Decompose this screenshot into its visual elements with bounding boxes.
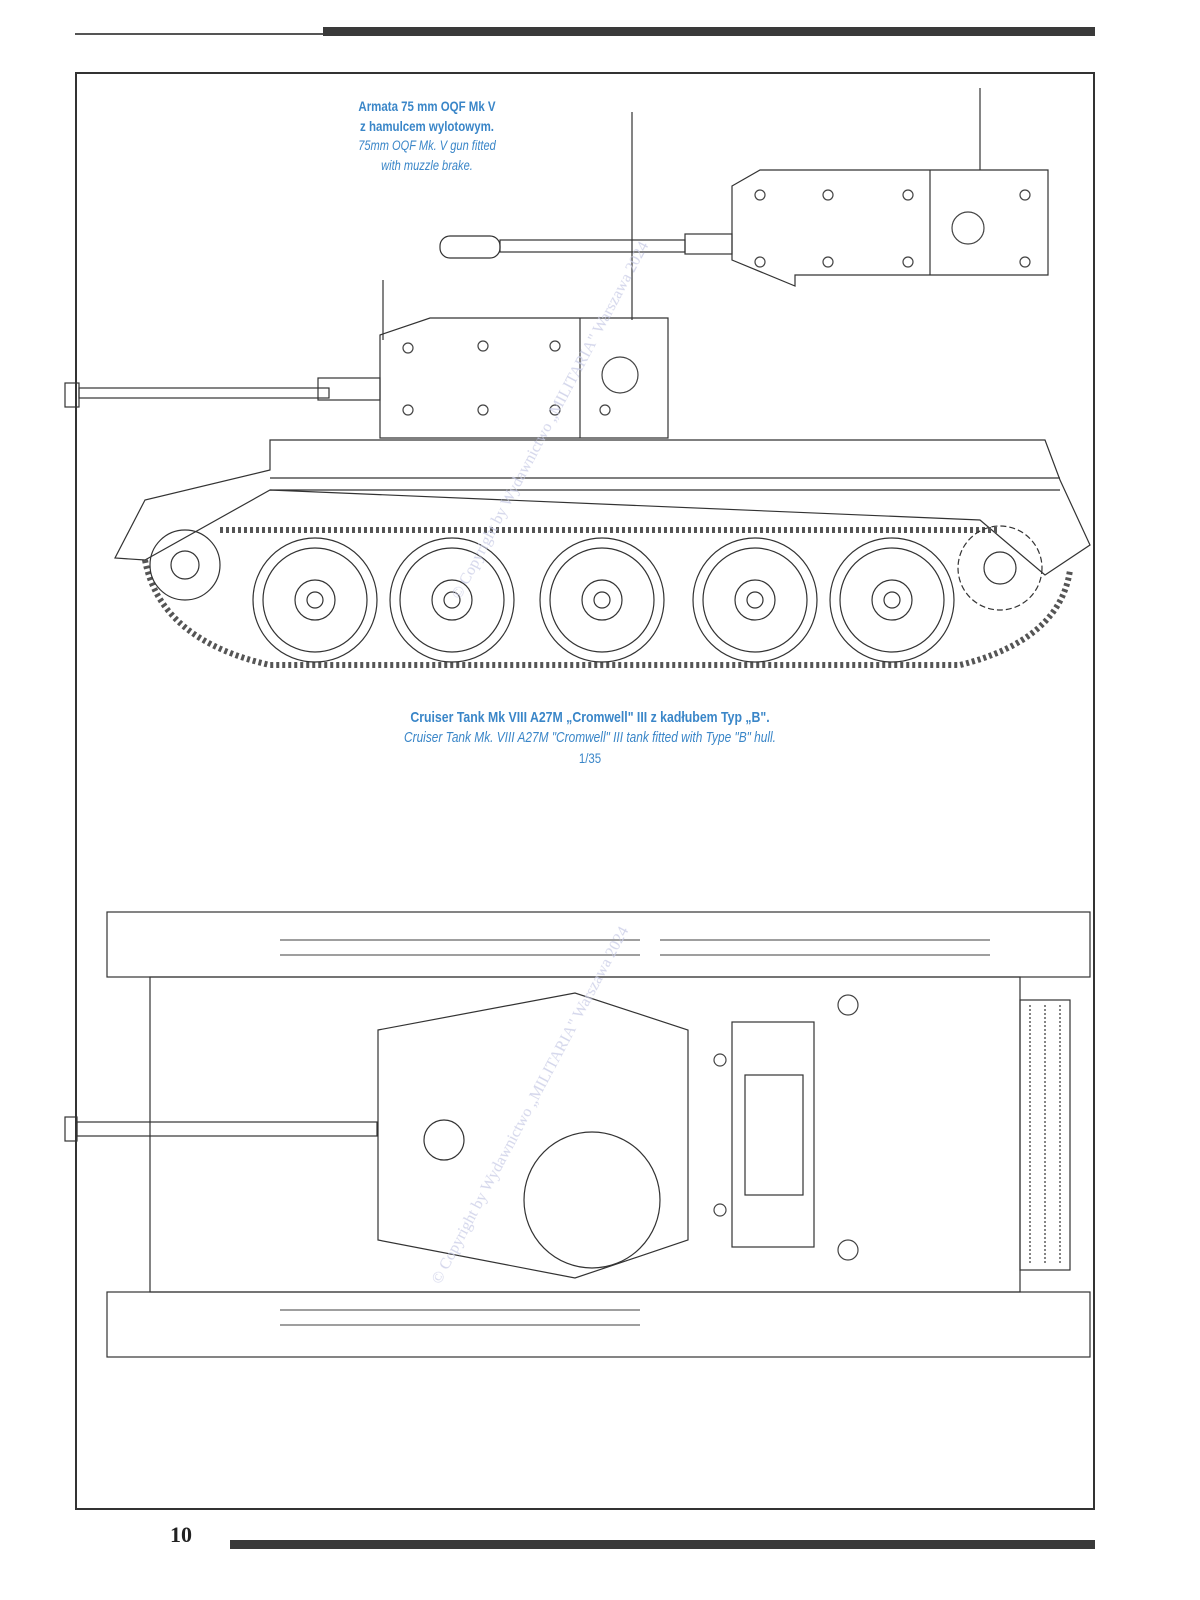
road-wheel bbox=[692, 537, 818, 663]
road-wheel bbox=[829, 537, 955, 663]
drawing-frame bbox=[75, 72, 1095, 1510]
gun-title-en-2: with muzzle brake. bbox=[381, 158, 473, 173]
gun-title-en-1: 75mm OQF Mk. V gun fitted bbox=[358, 138, 496, 153]
top-view-drawing bbox=[64, 911, 1091, 1358]
road-wheel bbox=[252, 537, 378, 663]
caption-scale: 1/35 bbox=[578, 750, 602, 766]
watermark: © Copyright by Wydawnictwo „MILITARIA" W… bbox=[429, 239, 653, 1287]
road-wheel bbox=[539, 537, 665, 663]
detached-turret-drawing bbox=[439, 88, 1049, 287]
caption-title-pl: Cruiser Tank Mk VIII A27M „Cromwell" III… bbox=[410, 709, 770, 726]
svg-text:© Copyright by Wydawnictwo „MI: © Copyright by Wydawnictwo „MILITARIA" W… bbox=[449, 239, 653, 602]
main-caption: Cruiser Tank Mk VIII A27M „Cromwell" III… bbox=[280, 708, 900, 768]
top-rule-bar bbox=[323, 27, 1095, 36]
svg-text:© Copyright by Wydawnictwo „MI: © Copyright by Wydawnictwo „MILITARIA" W… bbox=[429, 924, 633, 1287]
bottom-rule-bar bbox=[230, 1540, 1095, 1549]
gun-callout: Armata 75 mm OQF Mk V z hamulcem wylotow… bbox=[317, 96, 537, 176]
caption-title-en: Cruiser Tank Mk. VIII A27M "Cromwell" II… bbox=[404, 730, 776, 746]
idler-wheel bbox=[149, 529, 221, 601]
gun-title-pl-2: z hamulcem wylotowym. bbox=[360, 118, 494, 134]
page-number: 10 bbox=[170, 1522, 192, 1547]
road-wheel bbox=[389, 537, 515, 663]
gun-title-pl-1: Armata 75 mm OQF Mk V bbox=[358, 98, 496, 114]
top-rule-thin bbox=[75, 33, 325, 35]
side-view-drawing bbox=[64, 112, 1091, 668]
road-wheels bbox=[149, 525, 1043, 663]
drive-sprocket bbox=[957, 525, 1043, 611]
